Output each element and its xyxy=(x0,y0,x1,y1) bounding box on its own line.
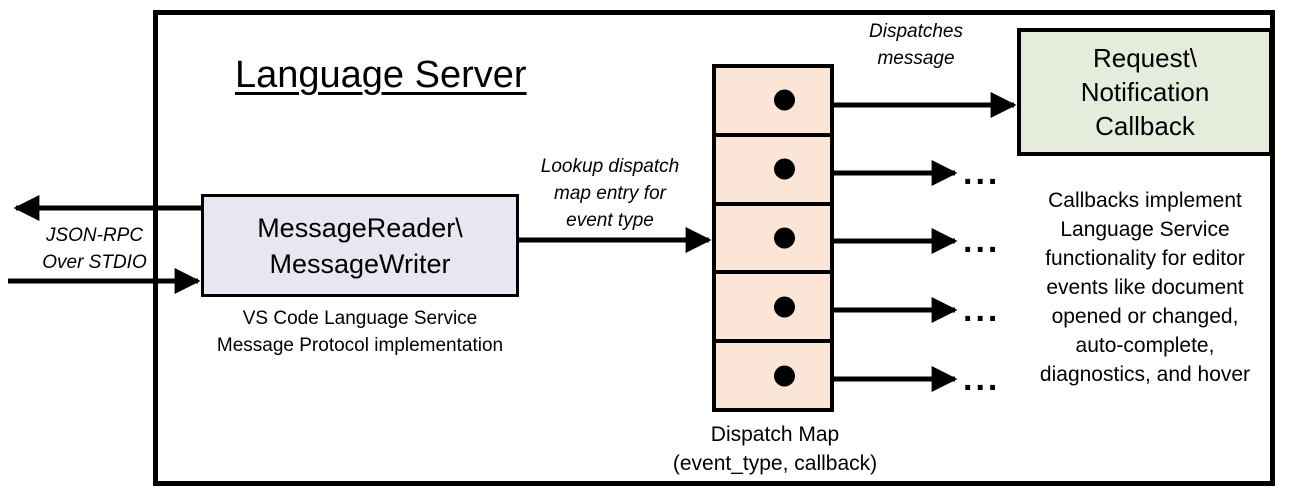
message-box-line2: MessageWriter xyxy=(269,248,451,279)
entry-dot-icon xyxy=(774,296,795,318)
ellipsis-row2: ... xyxy=(963,154,1001,192)
dispatches-label-line1: Dispatches xyxy=(869,21,963,42)
jsonrpc-label-line1: JSON-RPC xyxy=(45,225,144,246)
message-reader-writer-box[interactable]: MessageReader\ MessageWriter xyxy=(201,194,519,297)
entry-dot-icon xyxy=(774,158,795,180)
callback-desc-line6: auto-complete, xyxy=(1075,334,1215,357)
callback-description: Callbacks implement Language Service fun… xyxy=(1012,186,1278,389)
dispatch-map-row[interactable] xyxy=(716,68,830,137)
entry-dot-icon xyxy=(774,227,795,249)
lookup-label-line1: Lookup dispatch xyxy=(540,156,680,177)
message-box-caption-line1: VS Code Language Service xyxy=(242,308,478,329)
page-title: Language Server xyxy=(235,54,527,96)
dispatch-map-row[interactable] xyxy=(716,137,830,206)
dispatch-map-row[interactable] xyxy=(716,206,830,275)
callback-desc-line3: functionality for editor xyxy=(1045,247,1245,270)
callback-desc-line5: opened or changed, xyxy=(1051,305,1239,328)
entry-dot-icon xyxy=(774,89,795,111)
callback-box-line1: Request\ xyxy=(1092,43,1198,73)
message-box-line1: MessageReader\ xyxy=(257,212,463,243)
message-box-caption: VS Code Language Service Message Protoco… xyxy=(198,305,522,359)
dispatch-map-caption-line1: Dispatch Map xyxy=(710,423,840,446)
lookup-dispatch-label: Lookup dispatch map entry for event type xyxy=(512,153,708,234)
ellipsis-row5: ... xyxy=(963,360,1001,398)
dispatch-map-table[interactable] xyxy=(712,64,834,412)
jsonrpc-transport-label: JSON-RPC Over STDIO xyxy=(22,222,167,276)
jsonrpc-label-line2: Over STDIO xyxy=(42,252,147,273)
callback-desc-line4: events like document xyxy=(1046,276,1244,299)
callback-desc-line7: diagnostics, and hover xyxy=(1039,363,1251,386)
dispatch-map-caption-line2: (event_type, callback) xyxy=(672,452,878,475)
callback-desc-line2: Language Service xyxy=(1060,218,1230,241)
dispatches-label-line2: message xyxy=(877,48,955,69)
dispatch-map-row[interactable] xyxy=(716,343,830,408)
lookup-label-line3: event type xyxy=(566,210,654,231)
ellipsis-row3: ... xyxy=(963,222,1001,260)
callback-box-line3: Callback xyxy=(1095,111,1195,141)
entry-dot-icon xyxy=(774,365,795,387)
ellipsis-row4: ... xyxy=(963,291,1001,329)
language-server-frame xyxy=(153,10,1275,486)
request-notification-callback-box[interactable]: Request\ Notification Callback xyxy=(1017,28,1273,156)
dispatches-message-label: Dispatches message xyxy=(836,18,996,72)
dispatch-map-caption: Dispatch Map (event_type, callback) xyxy=(645,420,905,478)
callback-box-line2: Notification xyxy=(1080,77,1210,107)
message-box-caption-line2: Message Protocol implementation xyxy=(216,335,504,356)
dispatch-map-row[interactable] xyxy=(716,274,830,344)
lookup-label-line2: map entry for xyxy=(554,183,666,204)
callback-desc-line1: Callbacks implement xyxy=(1048,189,1242,212)
